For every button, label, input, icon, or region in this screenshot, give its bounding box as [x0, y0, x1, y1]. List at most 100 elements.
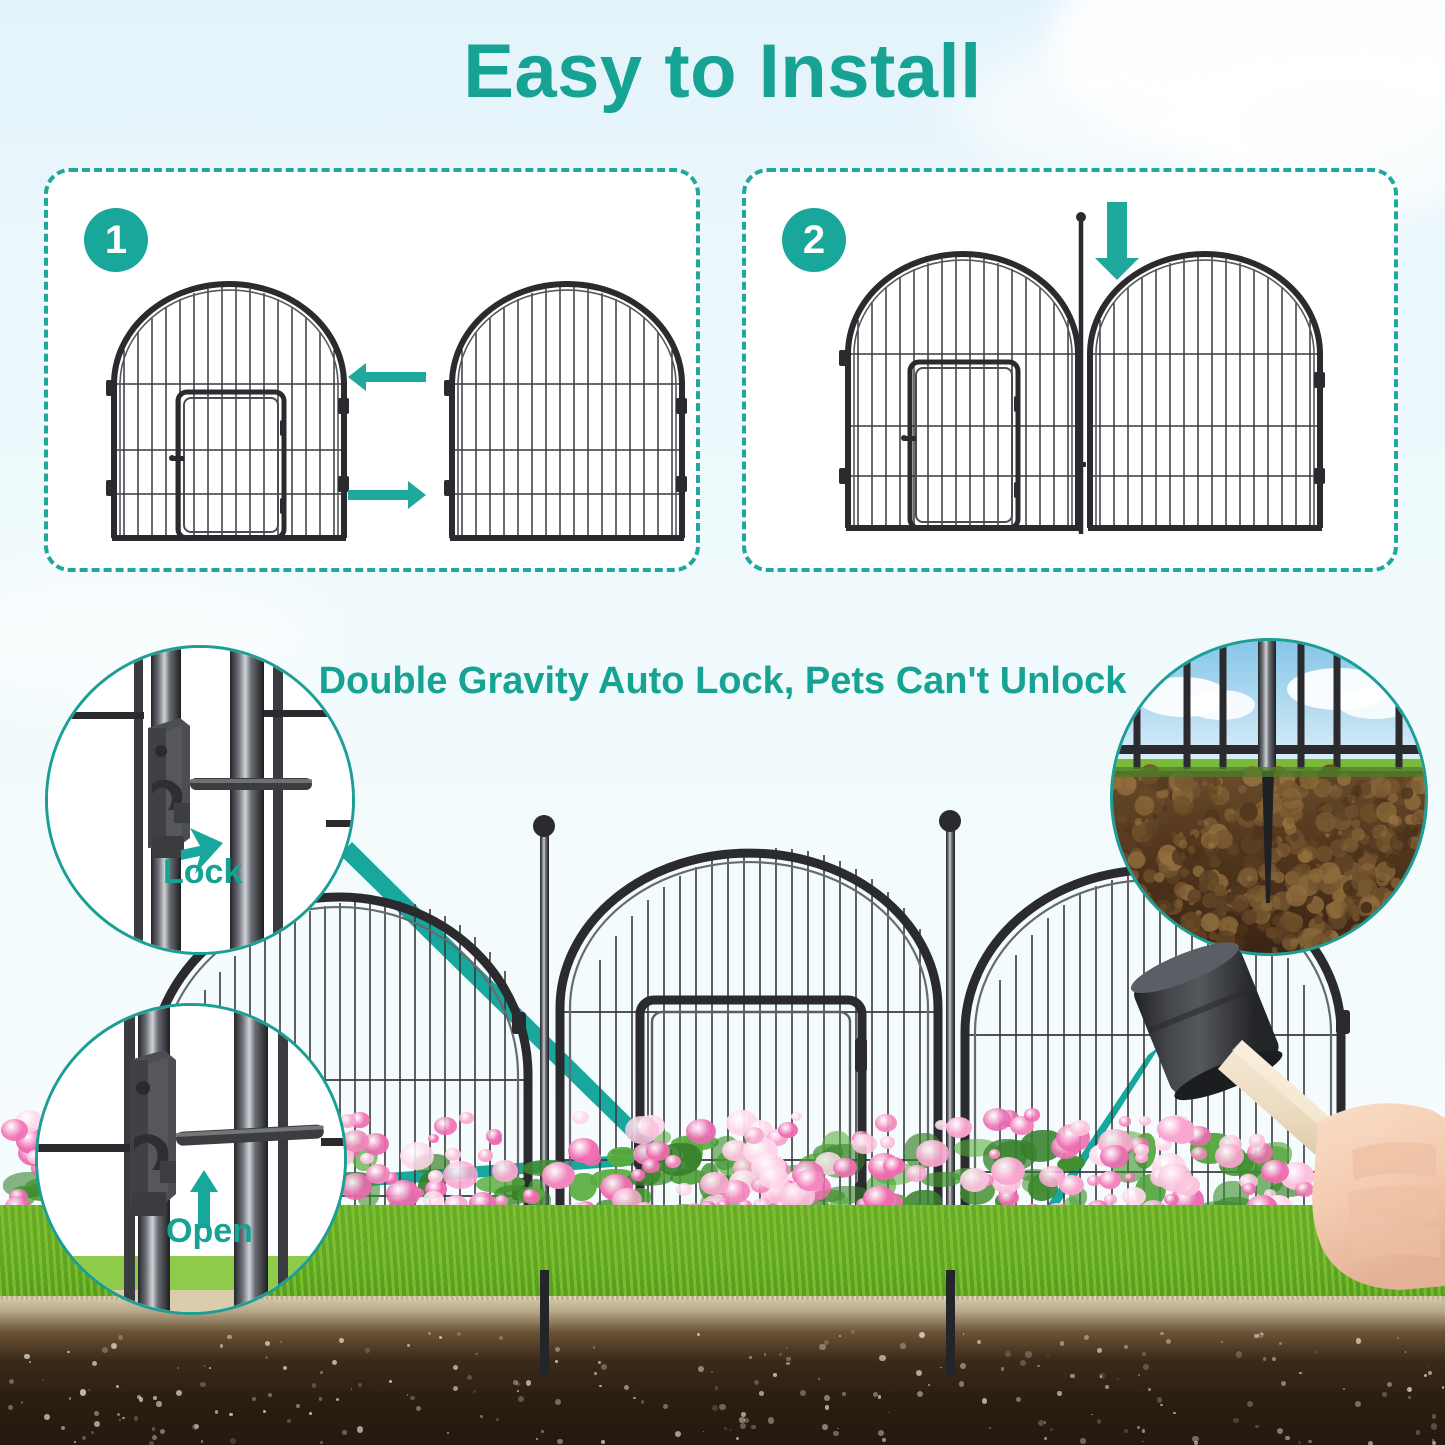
rose-blossom	[700, 1172, 729, 1195]
soil-speck	[358, 1383, 362, 1387]
soil-speck	[641, 1400, 644, 1403]
soil-clod	[1286, 813, 1298, 825]
soil-speck	[599, 1385, 601, 1387]
step-card-1: 1	[44, 168, 700, 572]
soil-speck	[80, 1389, 86, 1395]
soil-speck	[1166, 1339, 1172, 1345]
soil-speck	[475, 1353, 478, 1356]
soil-speck	[1355, 1401, 1361, 1407]
soil-speck	[1192, 1436, 1198, 1442]
rose-blossom	[1249, 1134, 1265, 1147]
soil-speck	[116, 1385, 119, 1388]
rose-blossom	[523, 1189, 537, 1200]
rose-blossom	[459, 1112, 474, 1124]
soil-speck	[287, 1419, 290, 1422]
soil-speck	[759, 1391, 764, 1396]
soil-clod	[1411, 814, 1421, 824]
soil-speck	[730, 1429, 732, 1431]
soil-speck	[1407, 1387, 1412, 1392]
soil-speck	[598, 1361, 601, 1364]
soil-speck	[134, 1416, 139, 1421]
soil-speck	[1157, 1397, 1162, 1402]
soil-speck	[1236, 1351, 1242, 1357]
soil-speck	[919, 1332, 925, 1338]
soil-clod	[1388, 793, 1398, 803]
soil-speck	[94, 1411, 99, 1416]
soil-speck	[1105, 1385, 1109, 1389]
soil-speck	[963, 1333, 965, 1335]
soil-speck	[1160, 1404, 1162, 1406]
soil-speck	[1431, 1423, 1437, 1429]
soil-clod	[1242, 909, 1257, 924]
page-title: Easy to Install	[0, 28, 1445, 115]
soil-speck	[518, 1396, 524, 1402]
soil-speck	[152, 1435, 157, 1440]
soil-speck	[557, 1439, 562, 1444]
soil-speck	[800, 1390, 806, 1396]
soil-speck	[1117, 1378, 1119, 1380]
soil-speck	[194, 1424, 199, 1429]
soil-speck	[959, 1381, 964, 1386]
soil-clod	[1316, 812, 1336, 832]
soil-speck	[467, 1375, 472, 1380]
soil-speck	[209, 1367, 211, 1369]
soil-speck	[878, 1395, 881, 1398]
soil-clod	[1401, 787, 1413, 799]
soil-clod	[1166, 870, 1180, 884]
soil-speck	[1298, 1441, 1301, 1444]
soil-speck	[91, 1431, 94, 1434]
rose-blossom	[778, 1122, 798, 1138]
soil-speck	[711, 1371, 713, 1373]
soil-speck	[703, 1431, 705, 1433]
rose-blossom	[1119, 1116, 1132, 1126]
soil-speck	[1432, 1439, 1434, 1441]
soil-speck	[928, 1384, 930, 1386]
soil-speck	[1142, 1352, 1146, 1356]
soil-clod	[1176, 887, 1186, 897]
soil-speck	[917, 1391, 923, 1397]
soil-speck	[280, 1341, 282, 1343]
soil-speck	[878, 1430, 884, 1436]
soil-speck	[82, 1436, 86, 1440]
soil-clod	[1386, 894, 1391, 899]
rose-blossom	[445, 1148, 461, 1161]
soil-speck	[1020, 1360, 1026, 1366]
soil-speck	[1261, 1333, 1263, 1335]
soil-speck	[201, 1440, 203, 1442]
rose-blossom	[434, 1117, 456, 1135]
soil-speck	[339, 1338, 344, 1343]
soil-speck	[744, 1418, 749, 1423]
rose-blossom	[1087, 1175, 1100, 1186]
foliage-blob	[1431, 1165, 1445, 1181]
soil-clod	[1178, 840, 1187, 849]
rose-blossom	[983, 1108, 1011, 1131]
soil-speck	[1299, 1372, 1302, 1375]
soil-clod	[1326, 902, 1343, 919]
soil-speck	[719, 1404, 725, 1410]
soil-clod	[1201, 781, 1207, 787]
rose-blossom	[1379, 1128, 1411, 1155]
soil-speck	[1221, 1341, 1223, 1343]
soil-clod	[1373, 855, 1377, 859]
soil-speck	[407, 1394, 409, 1396]
soil-clod	[1332, 890, 1344, 902]
soil-speck	[1285, 1436, 1290, 1441]
soil-speck	[555, 1360, 558, 1363]
soil-speck	[1100, 1375, 1103, 1378]
soil-speck	[754, 1380, 759, 1385]
soil-speck	[227, 1335, 231, 1339]
soil-speck	[496, 1418, 499, 1421]
soil-clod	[1154, 872, 1164, 882]
soil-speck	[332, 1360, 337, 1365]
soil-speck	[1016, 1397, 1021, 1402]
soil-speck	[1424, 1374, 1427, 1377]
soil-clod	[1236, 936, 1244, 944]
soil-speck	[1432, 1441, 1436, 1445]
soil-clod	[1140, 834, 1154, 848]
soil-speck	[74, 1441, 76, 1443]
soil-speck	[21, 1401, 24, 1404]
soil-speck	[1142, 1429, 1146, 1433]
soil-speck	[697, 1333, 700, 1336]
soil-speck	[1428, 1371, 1432, 1375]
soil-speck	[319, 1397, 322, 1400]
